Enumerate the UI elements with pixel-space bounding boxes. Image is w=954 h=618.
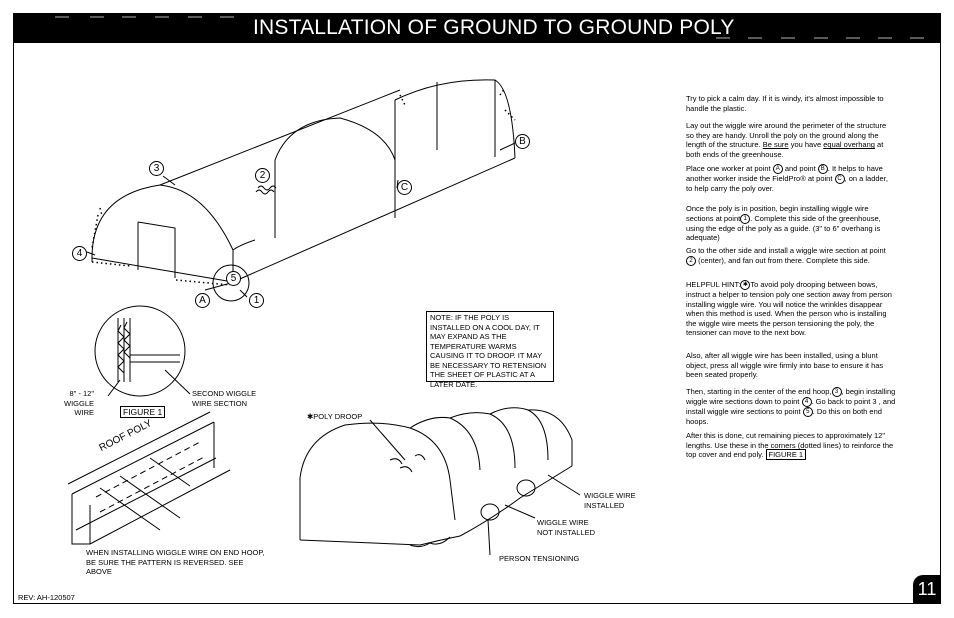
instruction-6: HELPFUL HINT:✱To avoid poly drooping bet… bbox=[686, 280, 892, 338]
point-5-label: 5 bbox=[226, 271, 241, 286]
point-3-label: 3 bbox=[149, 161, 164, 176]
instruction-9: After this is done, cut remaining pieces… bbox=[686, 431, 894, 461]
instruction-4: Once the poly is in position, begin inst… bbox=[686, 204, 881, 243]
second-wiggle-label: SECOND WIGGLE WIRE SECTION bbox=[192, 389, 257, 408]
wiggle-installed-label: WIGGLE WIRE INSTALLED bbox=[584, 491, 636, 510]
page-number: 11 bbox=[913, 575, 941, 604]
instruction-7: Also, after all wiggle wire has been ins… bbox=[686, 351, 884, 380]
point-c-label: C bbox=[397, 180, 412, 195]
poly-note-box: NOTE: IF THE POLY IS INSTALLED ON A COOL… bbox=[426, 311, 554, 389]
person-tensioning-label: PERSON TENSIONING bbox=[499, 554, 580, 563]
instruction-2: Lay out the wiggle wire around the perim… bbox=[686, 121, 887, 159]
poly-droop-label: ✱POLY DROOP bbox=[307, 412, 363, 421]
greenhouse-back-hoop bbox=[394, 79, 516, 159]
page-title: INSTALLATION OF GROUND TO GROUND POLY bbox=[253, 16, 735, 39]
greenhouse-front-hoop bbox=[91, 184, 234, 282]
instruction-8: Then, starting in the center of the end … bbox=[686, 387, 896, 427]
instruction-5: Go to the other side and install a wiggl… bbox=[686, 246, 886, 266]
wiggle-not-installed-label: WIGGLE WIRE NOT INSTALLED bbox=[537, 518, 596, 537]
revision-label: REV: AH-120507 bbox=[18, 593, 75, 602]
point-a-label: A bbox=[195, 293, 210, 308]
figure-1-label: FIGURE 1 bbox=[120, 406, 166, 418]
end-hoop-note: WHEN INSTALLING WIGGLE WIRE ON END HOOP,… bbox=[86, 548, 265, 576]
instruction-3: Place one worker at point A and point B.… bbox=[686, 164, 888, 194]
point-b-label: B bbox=[515, 134, 530, 149]
point-4-label: 4 bbox=[72, 246, 87, 261]
point-1-label: 1 bbox=[249, 293, 264, 308]
wiggle-size-label: 8" - 12" WIGGLE WIRE bbox=[64, 389, 95, 417]
point-2-label: 2 bbox=[255, 168, 270, 183]
instruction-1: Try to pick a calm day. If it is windy, … bbox=[686, 94, 884, 113]
